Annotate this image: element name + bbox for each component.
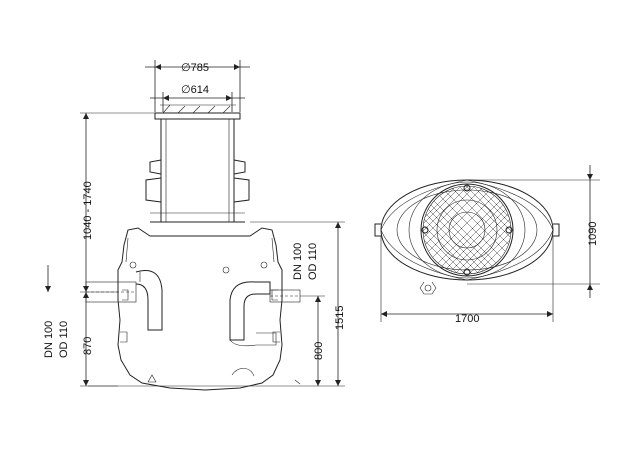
inlet-dn-label: DN 100	[43, 321, 55, 358]
inlet-pipe-labels: DN 100 OD 110	[43, 265, 70, 358]
outlet-dn-label: DN 100	[292, 243, 304, 280]
cover-inner-diameter-label: ∅614	[181, 84, 209, 96]
plan-width-label: 1090	[587, 222, 599, 246]
plan-cover-grid	[420, 183, 514, 277]
plan-length-label: 1700	[455, 313, 479, 325]
tank-body	[117, 227, 283, 391]
inlet-height-label: 870	[82, 337, 94, 355]
dim-plan-length: 1700	[380, 236, 554, 325]
outlet-height-label: 800	[313, 342, 325, 360]
inlet-od-label: OD 110	[58, 321, 70, 358]
plan-view: 1700 1090	[374, 165, 600, 325]
dim-cover-outer: ∅785	[145, 60, 250, 112]
telescopic-shaft	[145, 119, 250, 237]
dim-left-vertical: 1040 - 1740 870	[80, 112, 155, 387]
total-height-label: 1515	[334, 306, 346, 330]
plan-outer-shell	[380, 179, 554, 281]
outlet-pipe-labels: DN 100 OD 110	[292, 243, 319, 280]
side-elevation-view: ∅785 ∅614 1040 - 1740 870	[43, 60, 346, 391]
dim-total-height: 1515	[250, 221, 346, 387]
manhole-cover	[154, 104, 241, 120]
dim-outlet-height: 800	[300, 295, 325, 386]
outlet-pipe	[229, 281, 301, 347]
shaft-height-label: 1040 - 1740	[82, 181, 94, 240]
dim-cover-inner: ∅614	[150, 84, 245, 112]
outlet-od-label: OD 110	[307, 243, 319, 280]
cover-outer-diameter-label: ∅785	[181, 62, 209, 74]
dim-plan-width: 1090	[467, 165, 600, 298]
